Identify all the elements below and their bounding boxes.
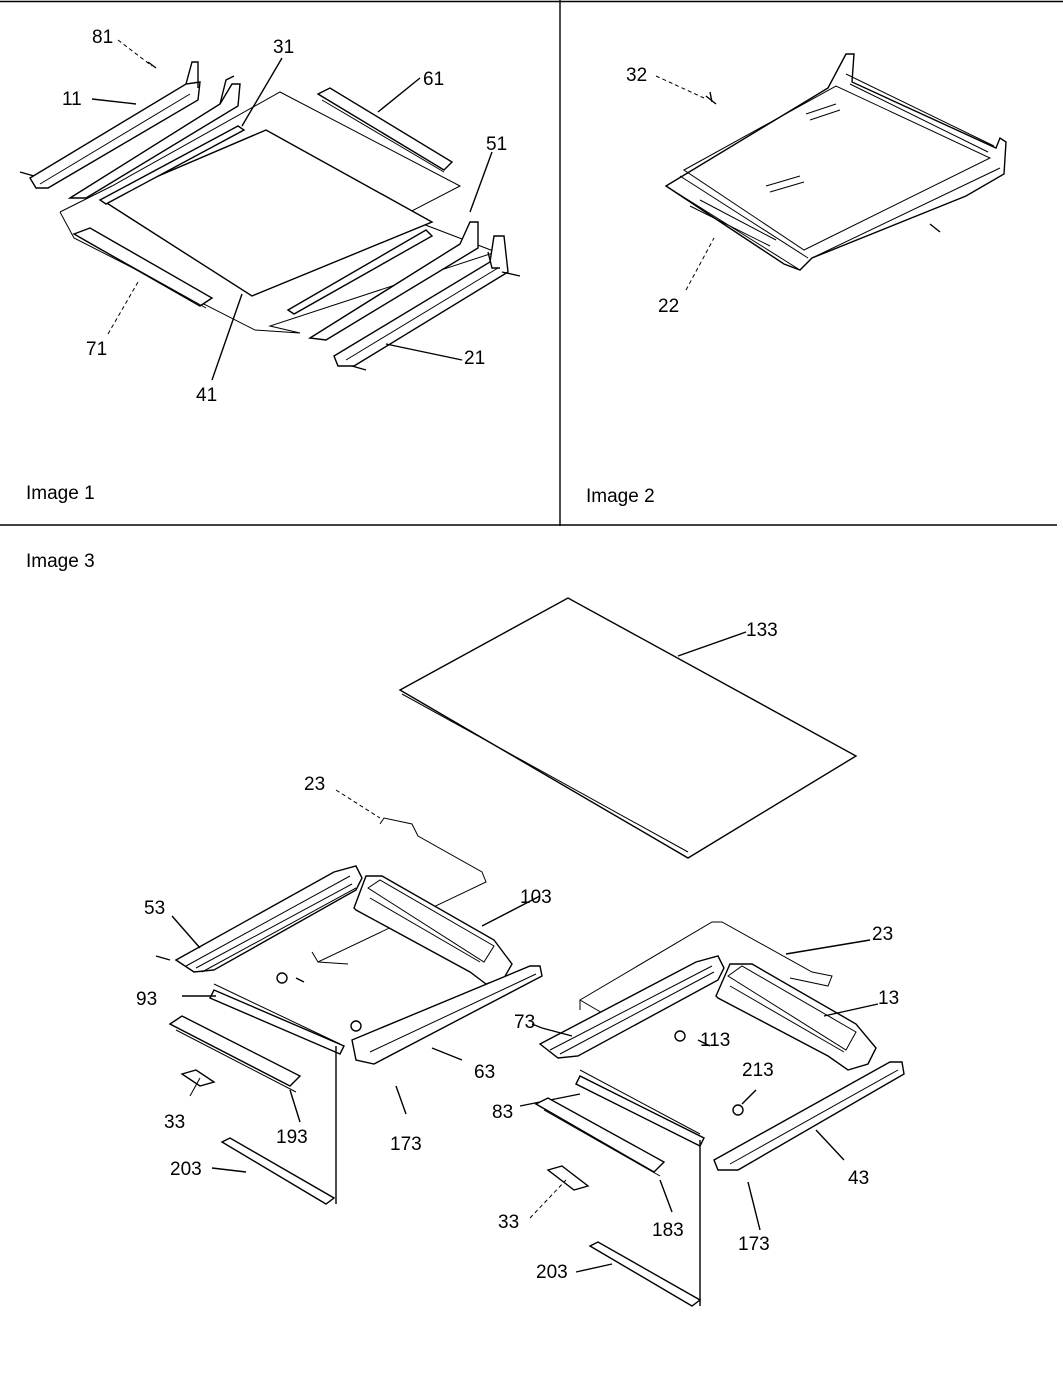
trim-strip-31	[98, 125, 246, 205]
callout-51: 51	[486, 134, 507, 155]
callout-173-right: 173	[738, 1234, 770, 1255]
left-rail-11	[19, 61, 241, 199]
bracket-83	[575, 1075, 705, 1147]
panel-title-image-3: Image 3	[26, 551, 95, 572]
callout-23-left: 23	[304, 774, 325, 795]
panel-title-image-2: Image 2	[586, 486, 655, 507]
callout-11: 11	[62, 89, 82, 110]
callout-93: 93	[136, 989, 157, 1010]
bracket-93	[209, 989, 345, 1055]
image-3-drawing	[155, 597, 905, 1307]
callout-83: 83	[492, 1102, 513, 1123]
right-rail-21	[307, 221, 521, 371]
strip-203-left	[220, 1137, 336, 1205]
callout-32: 32	[626, 65, 647, 86]
trim-strip-31b	[286, 229, 434, 315]
callout-81: 81	[92, 27, 113, 48]
callout-133: 133	[746, 620, 778, 641]
image-2-drawing	[655, 53, 1007, 291]
callout-103: 103	[520, 887, 552, 908]
callout-43: 43	[848, 1168, 869, 1189]
callout-193: 193	[276, 1127, 308, 1148]
bin-front-183	[534, 1097, 666, 1173]
callout-63: 63	[474, 1062, 495, 1083]
clip-33-left	[180, 1069, 216, 1087]
glass-panel-41	[100, 129, 434, 297]
callout-61: 61	[423, 69, 444, 90]
image-3-callouts: 133 23 103 53 93 63 33 193 173 203 23 13…	[136, 620, 899, 1283]
rear-strip-61	[316, 87, 454, 171]
panel-frame	[0, 0, 1063, 526]
image-2-callouts: 32 22	[626, 65, 679, 317]
strip-203-right	[588, 1241, 702, 1307]
callout-71: 71	[86, 339, 107, 360]
bin-front-193	[168, 1015, 302, 1087]
callout-113: 113	[700, 1030, 730, 1051]
callout-73: 73	[514, 1012, 535, 1033]
callout-41: 41	[196, 385, 217, 406]
callout-33-right: 33	[498, 1212, 519, 1233]
front-strip-71	[72, 227, 214, 307]
callout-13: 13	[878, 988, 899, 1009]
callout-31: 31	[273, 37, 294, 58]
callout-23-right: 23	[872, 924, 893, 945]
shelf-assembly-22	[664, 53, 1007, 271]
drawer-housing-13	[715, 963, 877, 1071]
callout-53: 53	[144, 898, 165, 919]
clip-33-right	[546, 1165, 590, 1191]
rail-63	[351, 965, 543, 1065]
callout-203-left: 203	[170, 1159, 202, 1180]
glass-shelf-133	[398, 597, 858, 859]
image-1-callouts: 81 11 31 61 51 71 41 21	[62, 27, 507, 406]
left-assembly	[155, 789, 543, 1205]
right-assembly	[519, 921, 905, 1307]
callout-22: 22	[658, 296, 679, 317]
callout-21: 21	[464, 348, 485, 369]
rail-43	[713, 1061, 905, 1171]
callout-183: 183	[652, 1220, 684, 1241]
callout-213: 213	[742, 1060, 774, 1081]
panel-title-image-1: Image 1	[26, 483, 95, 504]
callout-33-left: 33	[164, 1112, 185, 1133]
callout-173-left: 173	[390, 1134, 422, 1155]
image-1-drawing	[19, 39, 521, 381]
callout-203-right: 203	[536, 1262, 568, 1283]
